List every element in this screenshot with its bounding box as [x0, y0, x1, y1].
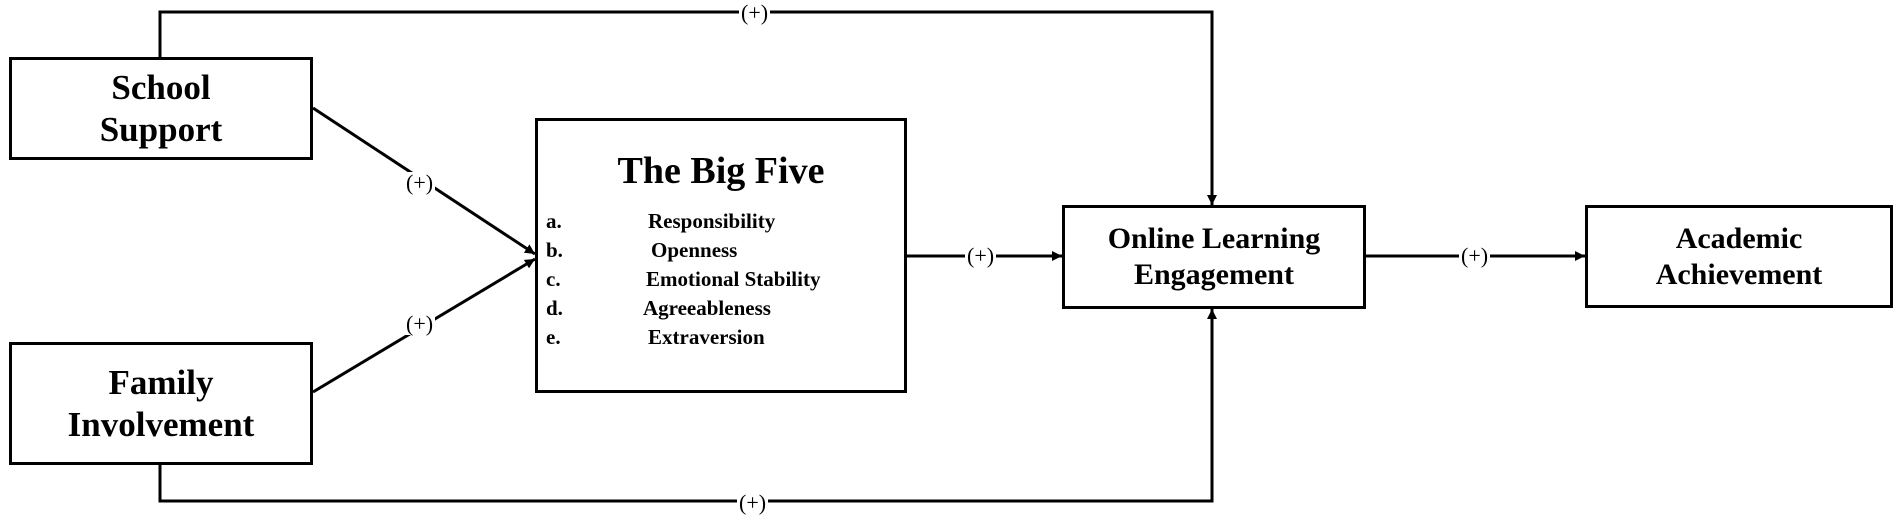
edge-label-bigfive-to-ole: (+) [965, 243, 997, 268]
trait-name: Openness [651, 237, 738, 262]
node-academic-achievement: Academic Achievement [1585, 205, 1893, 308]
trait-name: Extraversion [648, 324, 765, 349]
trait-letter: c. [546, 266, 561, 291]
edge-label-ole-to-aa: (+) [1459, 243, 1491, 268]
edge-label-family-to-ole: (+) [737, 490, 769, 515]
edge-school-to-ole [158, 10, 1217, 205]
trait-name: Agreeableness [643, 295, 771, 320]
trait-letter: e. [546, 324, 561, 349]
node-online-learning-engagement-label: Online Learning Engagement [1107, 222, 1321, 291]
trait-item: b. Openness [538, 238, 904, 267]
node-academic-achievement-label: Academic Achievement [1655, 221, 1823, 291]
trait-item: a. Responsibility [538, 209, 904, 238]
edge-label-school-to-ole: (+) [739, 0, 771, 25]
trait-item: d. Agreeableness [538, 296, 904, 325]
edge-family-to-ole [158, 309, 1217, 503]
trait-item: c. Emotional Stability [538, 267, 904, 296]
trait-letter: d. [546, 295, 563, 320]
trait-name: Responsibility [648, 208, 776, 233]
trait-letter: a. [546, 208, 562, 233]
edge-label-family-to-bigfive: (+) [404, 311, 436, 336]
edge-label-school-to-bigfive: (+) [404, 170, 436, 195]
trait-letter: b. [546, 237, 563, 262]
node-family-involvement-label: Family Involvement [67, 362, 255, 444]
node-family-involvement: Family Involvement [9, 342, 313, 465]
node-big-five: The Big Five a. Responsibility b. Openne… [535, 118, 907, 393]
trait-item: e. Extraversion [538, 325, 904, 354]
node-school-support: School Support [9, 57, 313, 160]
node-school-support-label: School Support [99, 67, 223, 149]
node-big-five-title: The Big Five [617, 150, 825, 192]
node-online-learning-engagement: Online Learning Engagement [1062, 205, 1366, 309]
trait-name: Emotional Stability [646, 266, 821, 291]
